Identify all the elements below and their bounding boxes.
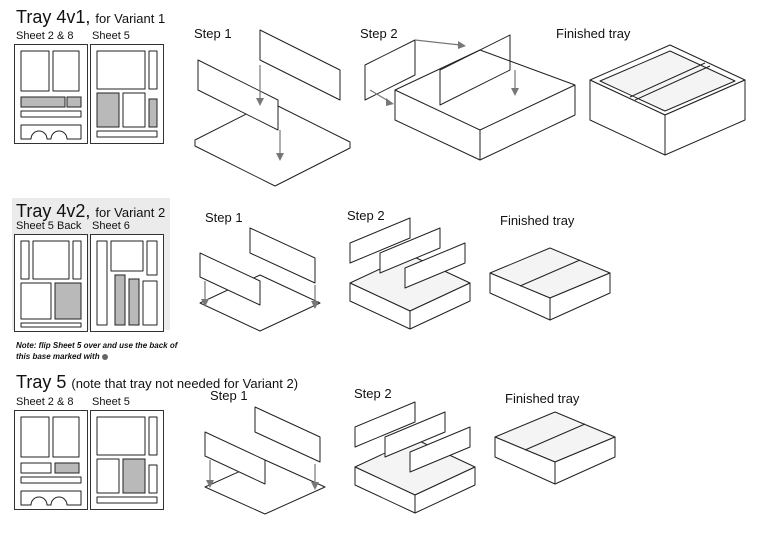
- step-label: Step 2: [347, 208, 385, 223]
- sheet-parts-diagram: [96, 416, 158, 504]
- step-label: Finished tray: [505, 391, 580, 406]
- step-label: Finished tray: [500, 213, 575, 228]
- hex-marker-icon: [101, 353, 108, 360]
- sheet-label: Sheet 5: [92, 396, 130, 408]
- title-text: Tray 4v2,: [16, 201, 91, 221]
- tray-4v1-section: Tray 4v1, for Variant 1 Sheet 2 & 8 Shee…: [0, 0, 768, 187]
- section-title: Tray 4v1, for Variant 1: [16, 7, 165, 28]
- step-2-illustration: [354, 401, 476, 514]
- sheet-thumbnail: [14, 410, 88, 510]
- sheet-thumbnail: [14, 44, 88, 144]
- step-label: Step 2: [354, 386, 392, 401]
- step-1-illustration: [194, 29, 351, 187]
- finished-tray-illustration: [494, 411, 616, 485]
- tray-5-section: Tray 5 (note that tray not needed for Va…: [0, 372, 768, 532]
- step-label: Step 2: [360, 26, 398, 41]
- finished-tray-illustration: [489, 247, 611, 321]
- title-text: Tray 4v1,: [16, 7, 91, 27]
- step-1-illustration: [199, 227, 321, 332]
- subtitle-text: (note that tray not needed for Variant 2…: [71, 376, 299, 391]
- sheet-thumbnail: [90, 44, 164, 144]
- sheet-label: Sheet 2 & 8: [16, 396, 74, 408]
- sheet-thumbnail: [14, 234, 88, 332]
- sheet-thumbnail: [90, 234, 164, 332]
- sheet-parts-diagram: [20, 416, 82, 506]
- subtitle-text: for Variant 1: [95, 11, 166, 26]
- sheet-label: Sheet 2 & 8: [16, 30, 74, 42]
- subtitle-text: for Variant 2: [95, 205, 166, 220]
- step-label: Finished tray: [556, 26, 631, 41]
- sheet-parts-diagram: [96, 240, 158, 326]
- section-title: Tray 5 (note that tray not needed for Va…: [16, 372, 298, 393]
- step-label: Step 1: [194, 26, 232, 41]
- sheet-label: Sheet 5: [92, 30, 130, 42]
- step-label: Step 1: [210, 388, 248, 403]
- sheet-parts-diagram: [20, 240, 82, 328]
- sheet-parts-diagram: [20, 50, 82, 140]
- section-title: Tray 4v2, for Variant 2: [16, 201, 165, 222]
- sheet-label: Sheet 6: [92, 220, 130, 232]
- step-label: Step 1: [205, 210, 243, 225]
- sheet-parts-diagram: [96, 50, 158, 138]
- sheet-thumbnail: [90, 410, 164, 510]
- step-1-illustration: [204, 406, 326, 515]
- note-text: Note: flip Sheet 5 over and use the back…: [16, 341, 178, 361]
- title-text: Tray 5: [16, 372, 67, 392]
- flip-sheet-note: Note: flip Sheet 5 over and use the back…: [16, 340, 186, 362]
- tray-4v2-section: Tray 4v2, for Variant 2 Sheet 5 Back She…: [0, 198, 768, 368]
- sheet-label: Sheet 5 Back: [16, 220, 82, 232]
- finished-tray-illustration: [589, 44, 746, 156]
- step-2-illustration: [364, 34, 576, 161]
- step-2-illustration: [349, 217, 471, 330]
